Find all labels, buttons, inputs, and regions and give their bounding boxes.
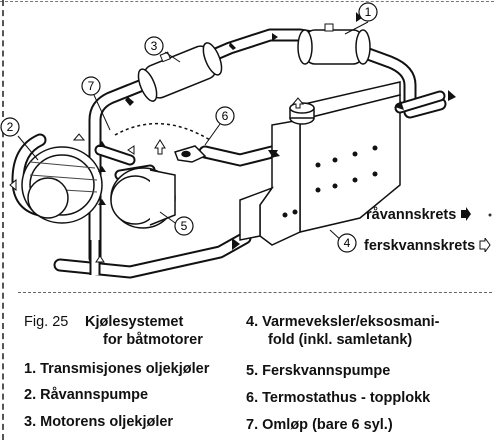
callout-2: 2	[0, 117, 20, 137]
callout-1: 1	[358, 2, 378, 22]
black-arrow-icon	[461, 207, 472, 221]
item-4-num: 4.	[246, 314, 259, 330]
item-7-text: Omløp (bare 6 syl.)	[262, 417, 393, 433]
item-1-text: Transmisjones oljekjøler	[40, 361, 210, 377]
legend-fresh-water-label: ferskvannskrets	[364, 238, 476, 254]
svg-text:4: 4	[344, 236, 351, 250]
figure-title: Kjølesystemet for båtmotorer	[85, 313, 203, 349]
svg-text:7: 7	[88, 79, 95, 93]
thermostat-housing	[174, 145, 207, 163]
caption-item-6: 6. Termostathus - topplokk	[246, 389, 430, 407]
legend-fresh-water: ferskvannskrets	[364, 236, 491, 255]
edge-mark	[488, 213, 492, 217]
transmission-oil-cooler	[297, 23, 371, 65]
callout-3: 3	[144, 36, 164, 56]
item-5-num: 5.	[246, 363, 259, 379]
callout-5: 5	[174, 216, 194, 236]
item-2-text: Råvannspumpe	[40, 387, 149, 403]
fig-number: Fig. 25	[24, 314, 69, 330]
svg-text:2: 2	[7, 120, 14, 134]
item-4-text2: fold (inkl. samletank)	[268, 332, 413, 348]
callout-6: 6	[215, 106, 235, 126]
raw-water-pump	[21, 146, 103, 224]
figure-title-line2: for båtmotorer	[103, 332, 203, 348]
callout-leaders	[17, 21, 369, 243]
raw-water-flow-arrows	[98, 12, 456, 250]
svg-text:6: 6	[222, 109, 229, 123]
caption-separator	[18, 292, 492, 293]
svg-text:1: 1	[365, 5, 372, 19]
item-6-text: Termostathus - topplokk	[262, 390, 431, 406]
item-2-num: 2.	[24, 387, 37, 403]
white-arrow-icon	[479, 236, 491, 254]
caption-item-1: 1. Transmisjones oljekjøler	[24, 360, 209, 378]
bypass-line	[114, 122, 211, 141]
svg-text:3: 3	[151, 39, 158, 53]
caption-item-3: 3. Motorens oljekjøler	[24, 413, 173, 431]
item-3-text: Motorens oljekjøler	[40, 414, 174, 430]
callout-circles: 1 3 7 2 6 5 4	[0, 2, 378, 253]
caption-item-7: 7. Omløp (bare 6 syl.)	[246, 416, 393, 434]
figure-title-line1: Kjølesystemet	[85, 314, 184, 330]
item-7-num: 7.	[246, 417, 259, 433]
cooling-system-diagram: 1 3 7 2 6 5 4	[0, 2, 492, 279]
item-1-num: 1.	[24, 361, 37, 377]
item-5-text: Ferskvannspumpe	[262, 363, 391, 379]
svg-text:5: 5	[181, 219, 188, 233]
callout-4: 4	[337, 233, 357, 253]
fresh-water-flow-arrows	[9, 97, 305, 263]
legend-raw-water: råvannskrets	[366, 207, 472, 224]
caption-item-5: 5. Ferskvannspumpe	[246, 362, 390, 380]
caption-item-4: 4. Varmeveksler/eksosmani- fold (inkl. s…	[246, 313, 439, 349]
heat-exchanger	[239, 81, 401, 246]
item-4-text: Varmeveksler/eksosmani-	[262, 314, 440, 330]
fresh-water-pump	[110, 167, 176, 229]
item-6-num: 6.	[246, 390, 259, 406]
caption-item-2: 2. Råvannspumpe	[24, 386, 148, 404]
engine-oil-cooler	[137, 42, 223, 102]
legend-raw-water-label: råvannskrets	[366, 207, 457, 223]
dashed-border-left	[2, 0, 4, 440]
dashed-border-top	[0, 1, 494, 2]
item-3-num: 3.	[24, 414, 37, 430]
figure-number: Fig. 25	[24, 313, 68, 331]
callout-7: 7	[81, 76, 101, 96]
